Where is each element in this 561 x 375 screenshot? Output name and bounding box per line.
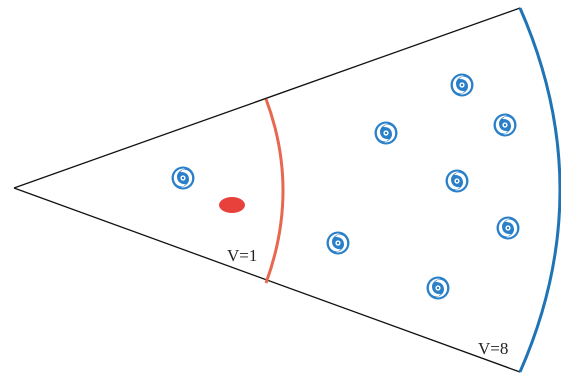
- inner-volume-arc: [264, 98, 285, 284]
- spiral-galaxy-icon: [326, 231, 350, 255]
- outer-volume-label: V=8: [478, 339, 508, 358]
- spiral-galaxy-icon: [445, 169, 469, 193]
- outer-volume-arc: [518, 7, 561, 373]
- spiral-galaxy-icon: [493, 113, 517, 137]
- red-blob: [219, 197, 245, 213]
- cone-upper-edge: [13, 7, 521, 189]
- inner-volume-label: V=1: [227, 246, 257, 265]
- spiral-galaxy-icon: [450, 73, 474, 97]
- spiral-galaxy-icon: [374, 121, 398, 145]
- spiral-galaxy-icon: [426, 276, 450, 300]
- spiral-galaxy-icon: [496, 216, 520, 240]
- spiral-galaxy-icon: [171, 166, 195, 190]
